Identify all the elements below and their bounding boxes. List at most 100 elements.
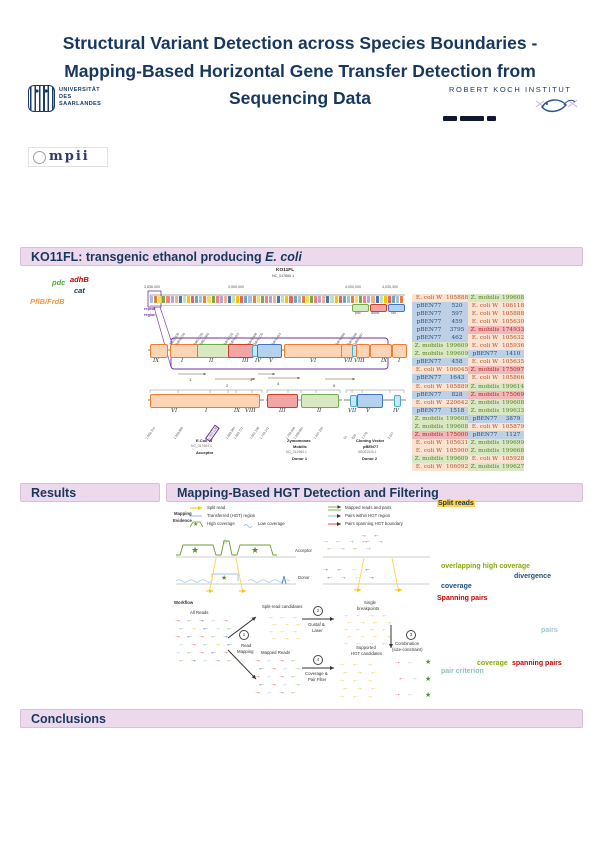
gene-block (191, 296, 195, 303)
breakpoint-position: 3879 (502, 414, 524, 423)
table-row: E. coli W1058889Z. mobilis1996084 (412, 294, 524, 303)
breakpoint-position: 1996090 (446, 350, 468, 359)
gene-block (174, 296, 178, 303)
university-owl-icon (28, 85, 55, 112)
caption-fragment (443, 116, 457, 121)
figure-label: Mapping (237, 649, 254, 654)
organism-name: Z. mobilis (468, 462, 502, 472)
breakpoint-position: 1059365 (502, 342, 524, 351)
figure-label: 4 (277, 381, 280, 386)
read-arrow: ← (381, 626, 388, 633)
organism-name: pBEN77 (412, 302, 446, 311)
table-row: E. coli W1059006Z. mobilis1996681 (412, 446, 524, 455)
breakpoint-position: 1056308 (502, 318, 524, 327)
figure-label: Acceptor (196, 450, 214, 455)
gene-block (207, 296, 211, 303)
read-arrow: → (340, 574, 347, 581)
organism-name: E. coli W (412, 398, 446, 407)
table-row: Z. mobilis1996090pBEN771410 (412, 350, 524, 359)
genome-segment (370, 344, 392, 358)
organism-name: pBEN77 (412, 406, 446, 415)
genome-segment (394, 395, 401, 407)
breakpoint-position: 1750690 (502, 390, 524, 399)
read-arrow: → (278, 689, 285, 696)
mpi-emblem-icon (33, 151, 46, 164)
rki-wordmark: ROBERT KOCH INSTITUT (449, 85, 572, 94)
figure-label: VIII (354, 358, 365, 364)
breakpoint-position: 1056327 (502, 334, 524, 343)
figure-label: Supported (356, 645, 376, 650)
figure-label: 5 (333, 383, 336, 388)
read-arrow: → (348, 538, 355, 545)
svg-text:★: ★ (193, 521, 198, 528)
read-arrow: ← (295, 621, 302, 628)
gene-block (158, 296, 162, 303)
read-arrow: → (342, 626, 349, 633)
breakpoint-position: 1996084 (502, 294, 524, 303)
gene-block (154, 296, 158, 303)
gene-block (199, 296, 203, 303)
read-arrow: ← (290, 673, 297, 680)
gene-block (223, 296, 227, 303)
organism-name: Z. mobilis (468, 446, 502, 455)
read-arrow: → (360, 532, 367, 539)
title-line-2: Mapping-Based Horizontal Gene Transfer D… (64, 60, 536, 81)
gene-legend-item: PflB/FrdB (30, 297, 65, 306)
read-arrow: → (267, 614, 274, 621)
gene-block (396, 296, 400, 303)
read-arrow: ← (381, 640, 388, 647)
gene-block (350, 296, 355, 303)
keyword: Spanning pairs (437, 595, 488, 602)
gene-block (244, 296, 248, 303)
read-arrow: ← (178, 657, 185, 664)
genome-segment (267, 394, 298, 408)
figure-label: HGT candidates (351, 651, 382, 656)
figure-label: II (209, 358, 214, 364)
read-arrow: → (338, 677, 345, 684)
genome-segment (257, 344, 282, 358)
genome-segment (170, 344, 199, 358)
gene-block (236, 296, 240, 303)
figure-label: 1 (189, 377, 192, 382)
read-arrow: ← (226, 657, 233, 664)
read-arrow: ← (258, 681, 265, 688)
read-arrow: → (365, 545, 372, 552)
gene-block (301, 296, 305, 303)
read-arrow: → (198, 649, 205, 656)
organism-name: E. coli W (412, 462, 446, 472)
breakpoint-position: 1056310 (446, 438, 468, 447)
figure-label: Mapping (174, 511, 192, 516)
figure-label: Coverage & (305, 671, 328, 676)
read-arrow: → (356, 685, 363, 692)
mpi-wordmark: mpii (49, 149, 90, 164)
read-arrow: ← (372, 633, 379, 640)
keyword: spanning pairs (512, 660, 562, 667)
gene-block (162, 296, 166, 303)
method-figure-lines: ★ ★ ☆ ★ ★ (175, 505, 430, 680)
read-arrow: → (294, 681, 301, 688)
read-arrow: ← (282, 681, 289, 688)
organism-name: Z. mobilis (412, 422, 446, 431)
read-arrow: ← (398, 675, 405, 682)
read-arrow: ← (364, 566, 371, 573)
read-arrow: → (291, 614, 298, 621)
figure-label: Pair Filter (308, 677, 327, 682)
species-italic: E. coli (265, 250, 302, 264)
read-arrow: ← (355, 612, 362, 619)
read-arrow: → (368, 640, 375, 647)
read-arrow: → (322, 566, 329, 573)
gene-block (383, 296, 387, 303)
gene-block (219, 296, 223, 303)
read-arrow: ← (372, 619, 379, 626)
read-arrow: ← (210, 649, 217, 656)
breakpoint-position: 1058889 (446, 294, 468, 303)
legend-pill (388, 304, 405, 312)
read-arrow: → (174, 617, 181, 624)
read-arrow: ← (290, 657, 297, 664)
figure-label: II (317, 408, 322, 414)
figure-label: Cloning Vector (356, 438, 385, 443)
figure-label: 4,000,000 (345, 285, 361, 289)
